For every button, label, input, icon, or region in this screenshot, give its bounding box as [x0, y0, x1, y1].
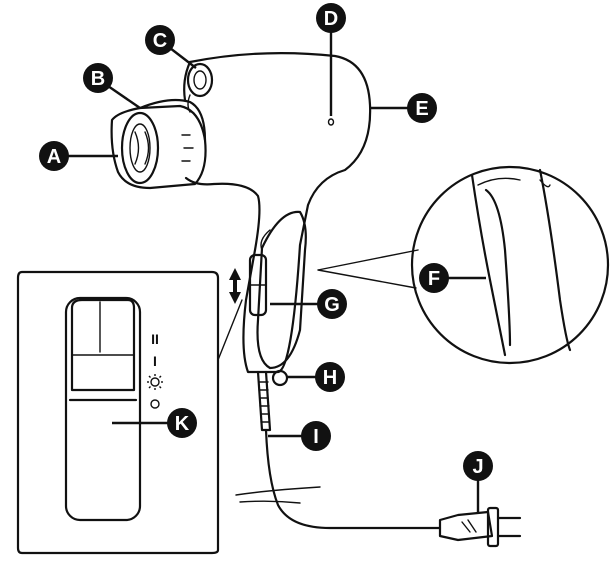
svg-text:B: B [91, 68, 105, 90]
callout-I: I [301, 421, 331, 451]
callout-D: D [316, 3, 346, 33]
svg-text:F: F [428, 268, 440, 290]
callout-E: E [407, 93, 437, 123]
nozzle-attachment [110, 62, 214, 190]
power-plug [438, 506, 522, 548]
callout-K: K [167, 408, 197, 438]
callout-B: B [83, 63, 113, 93]
switch-inset: II I [16, 270, 243, 555]
mode-low-label: I [153, 353, 157, 369]
svg-text:K: K [175, 413, 190, 435]
mode-off-marker [150, 399, 160, 409]
up-down-arrow-icon [229, 268, 241, 304]
callout-H: H [315, 362, 345, 392]
leader-lines [66, 30, 486, 512]
svg-text:C: C [153, 30, 167, 52]
dryer-body [183, 52, 372, 374]
svg-text:A: A [47, 146, 61, 168]
mode-high-label: II [151, 331, 159, 347]
sun-icon [147, 374, 163, 390]
power-cord [235, 370, 442, 530]
callout-J: J [463, 451, 493, 481]
svg-text:I: I [313, 426, 319, 448]
svg-text:G: G [324, 294, 340, 316]
svg-text:E: E [415, 98, 428, 120]
svg-text:H: H [323, 367, 337, 389]
svg-text:J: J [472, 456, 483, 478]
hang-loop [271, 369, 289, 387]
callout-F: F [419, 263, 449, 293]
callout-G: G [317, 289, 347, 319]
callout-C: C [145, 25, 175, 55]
callout-A: A [39, 141, 69, 171]
magnified-detail [317, 165, 610, 365]
handle-switch [229, 253, 268, 317]
svg-text:D: D [324, 8, 338, 30]
